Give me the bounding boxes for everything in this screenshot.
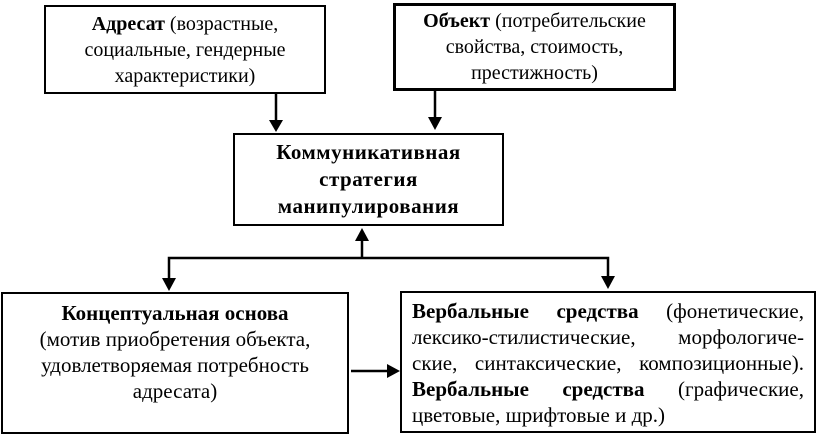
text-line: Вербальные средства (фонетические, <box>412 298 804 324</box>
text-line: Вербальные средства (графические, <box>412 376 804 402</box>
arrow-object-to-strategy <box>428 91 442 130</box>
box-verbal: Вербальные средства (фонетические, лекси… <box>400 291 816 433</box>
arrowhead-down-icon <box>269 120 283 132</box>
text-line: адресата) <box>132 379 218 403</box>
text-line: Коммуникативная <box>276 140 461 164</box>
verbal-detail-2: (графические, <box>644 377 804 401</box>
text-line: лексико-стилистические, морфологиче- <box>412 325 804 349</box>
text-line: Объект (потребительские <box>396 8 673 34</box>
text-line: престижность) <box>471 62 598 84</box>
conceptual-term: Концептуальная основа <box>61 301 289 325</box>
arrowhead-down-icon <box>162 278 176 291</box>
text-line: (мотив приобретения объекта, <box>39 327 311 351</box>
box-object: Объект (потребительские свойства, стоимо… <box>393 3 676 91</box>
text-line: стратегия <box>319 167 418 191</box>
verbal-detail: (фонетические, <box>638 299 804 323</box>
connector-strategy-to-bottom <box>162 256 615 291</box>
text-line: цветовые, шрифтовые и др.) <box>412 403 666 427</box>
addressee-detail: (возрастные, <box>164 12 279 35</box>
text-line: манипулирования <box>277 194 460 218</box>
arrowhead-up-icon <box>355 228 369 241</box>
text-line: Адресат (возрастные, <box>46 11 324 37</box>
arrow-addressee-to-strategy <box>269 94 283 132</box>
object-detail: (потребительские <box>490 10 646 32</box>
object-term: Объект <box>423 10 491 32</box>
text-line: характеристики) <box>114 64 256 87</box>
text-line: свойства, стоимость, <box>445 36 624 58</box>
addressee-term: Адресат <box>91 12 165 35</box>
box-strategy: Коммуникативная стратегия манипулировани… <box>233 133 504 226</box>
arrowhead-right-icon <box>387 364 400 378</box>
arrowhead-down-icon <box>601 276 615 289</box>
verbal-term: Вербальные средства <box>412 299 639 323</box>
arrowhead-down-icon <box>428 117 442 130</box>
arrow-connector-to-strategy <box>355 228 369 258</box>
text-line: удовлетворяемая потребность <box>41 353 309 377</box>
verbal-term-2: Вербальные средства <box>412 377 645 401</box>
text-line: ские, синтаксические, композиционные). <box>412 351 804 375</box>
arrow-conceptual-to-verbal <box>351 364 400 378</box>
text-line: социальные, гендерные <box>84 38 286 61</box>
box-conceptual: Концептуальная основа (мотив приобретени… <box>1 292 349 434</box>
box-addressee: Адресат (возрастные, социальные, гендерн… <box>44 5 326 94</box>
